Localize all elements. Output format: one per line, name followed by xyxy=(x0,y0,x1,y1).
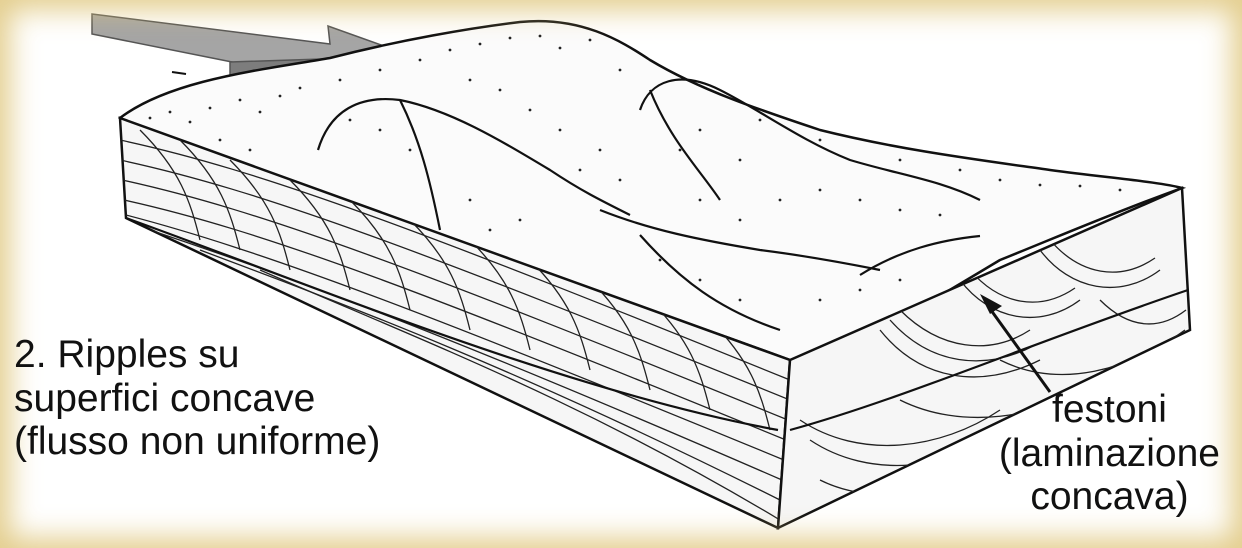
sketch-tick xyxy=(172,72,186,74)
annotation-line-3: concava) xyxy=(999,475,1220,519)
caption-line-1: 2. Ripples su xyxy=(14,333,380,377)
caption-line-2: superfici concave xyxy=(14,377,380,421)
caption-line-3: (flusso non uniforme) xyxy=(14,420,380,464)
annotation-line-1: festoni xyxy=(999,388,1220,432)
festoni-annotation: festoni (laminazione concava) xyxy=(999,388,1220,519)
diagram-caption: 2. Ripples su superfici concave (flusso … xyxy=(14,333,380,464)
annotation-line-2: (laminazione xyxy=(999,432,1220,476)
